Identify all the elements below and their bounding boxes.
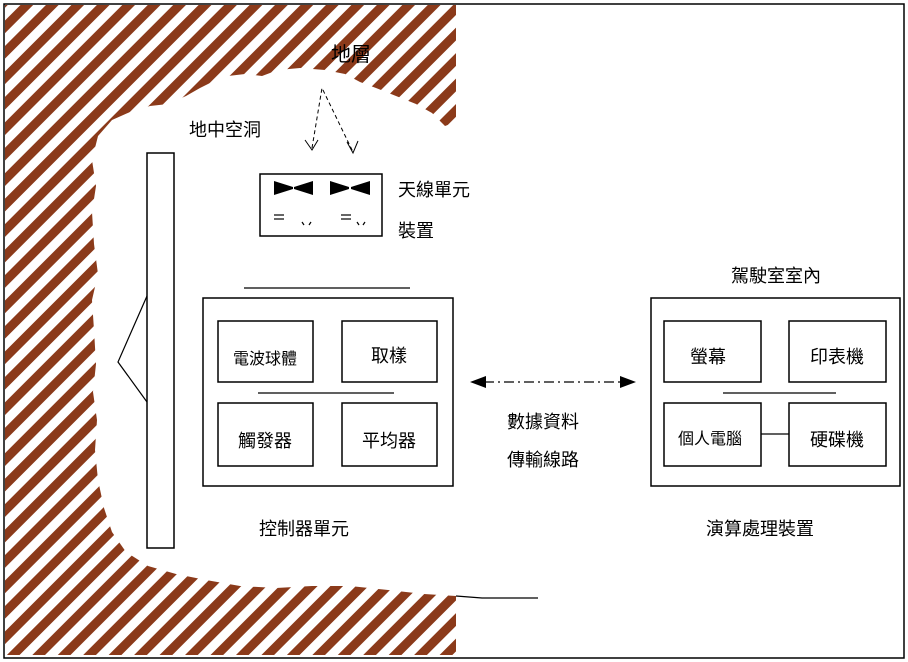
antenna-element-left — [274, 181, 313, 195]
averager-label: 平均器 — [362, 431, 416, 452]
vertical-mast — [146, 152, 175, 549]
trigger-box — [217, 402, 314, 467]
monitor-label: 螢幕 — [690, 347, 726, 368]
data-link-arrow-left — [470, 376, 486, 388]
antenna-element-right — [330, 181, 370, 195]
cockpit-label: 駕駛室室內 — [731, 266, 821, 287]
pc-label: 個人電腦 — [677, 429, 743, 448]
averager-box — [341, 402, 438, 467]
ground-stratum — [5, 5, 456, 655]
hard-disk-box — [788, 402, 887, 467]
radar-module-label: 電波球體 — [232, 349, 298, 368]
processing-caption: 演算處理裝置 — [706, 519, 814, 540]
radar-beam-dashed — [311, 86, 354, 153]
pc-box — [663, 402, 762, 467]
antenna-device-label: 裝置 — [398, 221, 434, 242]
data-label-line2: 傳輸線路 — [507, 450, 579, 471]
monitor-box — [663, 320, 762, 383]
outer-frame — [3, 3, 905, 659]
ground-surface-line — [455, 595, 538, 599]
cavity-label: 地中空洞 — [189, 120, 261, 141]
data-label-line1: 數據資料 — [507, 412, 579, 433]
controller-caption: 控制器單元 — [259, 519, 349, 540]
antenna-unit-label: 天線單元 — [398, 180, 470, 201]
printer-label: 印表機 — [810, 347, 864, 368]
trigger-label: 觸發器 — [238, 431, 292, 452]
data-link-arrow-right — [620, 376, 636, 388]
sampling-label: 取樣 — [371, 346, 407, 367]
antenna-connectors — [274, 214, 366, 226]
mast-bracket — [117, 295, 148, 403]
beam-arrowhead-right — [346, 140, 359, 155]
sampling-box — [341, 320, 438, 383]
stratum-label: 地層 — [331, 42, 371, 66]
beam-arrowhead-left — [304, 139, 319, 151]
radar-module-box — [217, 320, 314, 383]
printer-box — [788, 320, 887, 383]
hard-disk-label: 硬碟機 — [810, 430, 864, 451]
